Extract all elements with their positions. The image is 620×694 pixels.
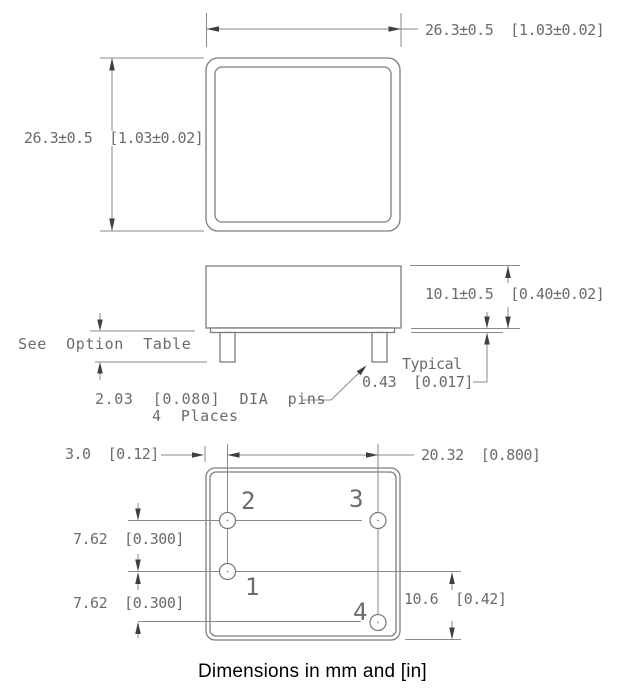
arrowhead-up — [135, 572, 141, 584]
arrowhead-down — [97, 319, 103, 331]
pin-center-mark — [226, 570, 229, 573]
bottom-view — [205, 467, 401, 641]
arrowhead-down — [449, 627, 455, 640]
side-view-body — [205, 265, 402, 329]
row-pitch-lower-dimension-label: 7.62 [0.300] — [73, 594, 184, 612]
pin-diameter-note-line2: 4 Places — [152, 407, 239, 425]
arrowhead-down — [135, 559, 141, 572]
arrowhead-up — [135, 622, 141, 634]
arrowhead-up — [484, 332, 490, 345]
top-view-width-dimension-label: 26.3±0.5 [1.03±0.02] — [425, 21, 605, 39]
edge-to-pin-dimension-label: 3.0 [0.12] — [65, 445, 159, 463]
top-view-height-dimension-label: 26.3±0.5 [1.03±0.02] — [22, 129, 206, 147]
bottom-view-pins — [218, 511, 387, 632]
pin-4-number-label: 4 — [353, 598, 368, 626]
arrowhead-left — [227, 452, 240, 458]
arrowhead-down — [484, 316, 490, 329]
arrowhead-up — [97, 362, 103, 374]
arrowhead-right — [192, 452, 204, 458]
arrowhead-leader — [356, 365, 367, 376]
standoff-dimension-label: 0.43 [0.017] — [362, 373, 473, 391]
row-pitch-upper-dimension-label: 7.62 [0.300] — [73, 530, 184, 548]
pin-diameter-note-line1: 2.03 [0.080] DIA pins — [95, 390, 327, 408]
pin-span-dimension-label: 20.32 [0.800] — [421, 446, 541, 464]
side-view-right-pin — [371, 331, 388, 363]
drawing-units-caption: Dimensions in mm and [in] — [198, 661, 427, 682]
pin-length-option-table-label: See Option Table — [18, 335, 192, 353]
bottom-view-dimensions — [128, 444, 461, 640]
top-view-arrowheads — [109, 26, 401, 231]
row-to-edge-dimension-label: 10.6 [0.42] — [404, 590, 507, 608]
arrowhead-up — [449, 572, 455, 584]
arrowhead-right — [366, 452, 378, 458]
side-view-base-lip — [209, 327, 396, 334]
pin-2-number-label: 2 — [241, 487, 256, 515]
top-view-outer-outline — [205, 57, 401, 232]
arrowhead-down — [135, 508, 141, 521]
pin-3-number-label: 3 — [349, 485, 364, 513]
side-view-arrowheads — [97, 266, 511, 376]
arrowhead-down — [109, 218, 115, 231]
arrowhead-up — [109, 58, 115, 71]
side-view-dimensions — [90, 265, 520, 401]
side-view — [205, 265, 402, 363]
side-view-height-dimension-label: 10.1±0.5 [0.40±0.02] — [425, 285, 605, 303]
top-view — [205, 57, 401, 232]
pin-center-mark — [226, 519, 229, 522]
arrowhead-left — [206, 26, 219, 32]
pin-center-mark — [377, 621, 379, 624]
arrowhead-right — [388, 26, 401, 32]
bottom-view-arrowheads — [135, 452, 455, 640]
pin-1-number-label: 1 — [245, 573, 260, 601]
top-view-inner-outline — [214, 66, 392, 223]
arrowhead-down — [505, 316, 511, 329]
side-view-left-pin — [219, 331, 236, 363]
bottom-view-inner-outline — [209, 471, 397, 637]
pin-center-mark — [377, 519, 379, 522]
arrowhead-up — [505, 266, 511, 278]
bottom-view-outer-outline — [205, 467, 401, 641]
standoff-typical-label: Typical — [402, 355, 462, 373]
